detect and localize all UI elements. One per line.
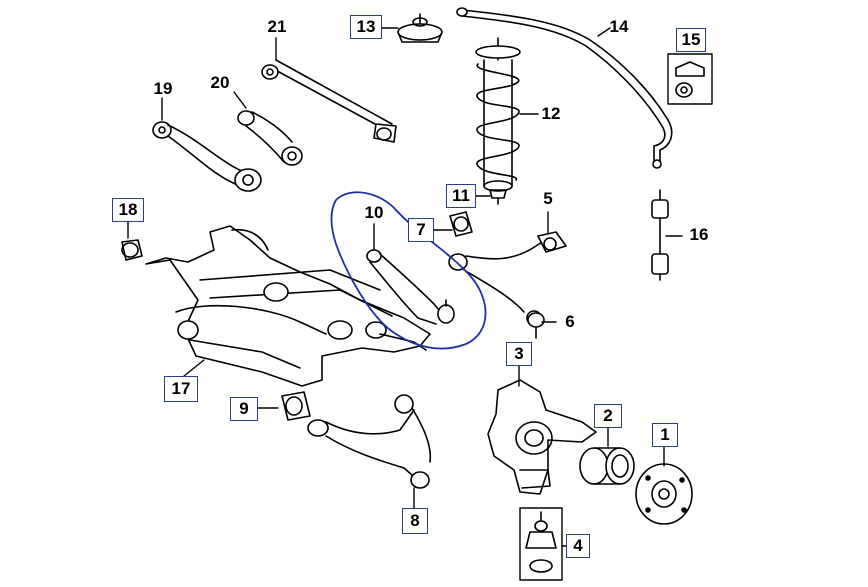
part-18-bushing [121,239,143,261]
part-2-wheel-bearing [579,447,635,485]
callout-16: 16 [689,225,709,244]
part-5-upper-control-arm [448,231,567,326]
part-13-strut-mount [397,13,443,43]
part-19-rear-arm [152,121,262,192]
part-21-lateral-link [261,59,397,143]
part-10-control-arm [366,249,455,325]
part-6-ball-joint [527,312,545,339]
callout-12: 12 [541,104,561,123]
part-17-subframe [145,225,431,387]
part-11-lower-mount [489,189,507,205]
callout-18: 18 [112,198,144,222]
callout-8: 8 [402,508,428,534]
callout-6: 6 [565,312,575,331]
callout-17: 17 [164,376,198,402]
part-20-upper-arm [237,110,303,166]
part-4-ball-joint-kit [519,507,563,581]
callout-21: 21 [267,17,287,36]
part-3-steering-knuckle [487,379,597,495]
part-14-stabilizer-bar [456,7,673,169]
callout-1: 1 [652,423,678,447]
callout-13: 13 [350,15,382,39]
callout-10: 10 [364,203,384,222]
callout-19: 19 [153,79,173,98]
part-8-lower-control-arm [307,394,432,489]
part-1-hub [635,463,693,525]
callout-7: 7 [408,218,434,242]
callout-2: 2 [594,404,622,428]
part-9-bushing [281,391,311,421]
callout-5: 5 [543,189,553,208]
part-12-coil-spring [475,37,521,192]
callout-11: 11 [446,184,476,208]
part-16-stabilizer-link [651,189,669,281]
callout-20: 20 [210,73,230,92]
callout-3: 3 [506,342,532,366]
part-7-bushing [449,211,473,237]
part-15-stabilizer-bushing [667,53,713,105]
callout-9: 9 [230,397,258,421]
callout-15: 15 [676,28,706,52]
hand-drawn-annotation-loop [330,191,487,350]
callout-4: 4 [566,534,590,558]
callout-14: 14 [609,17,629,36]
